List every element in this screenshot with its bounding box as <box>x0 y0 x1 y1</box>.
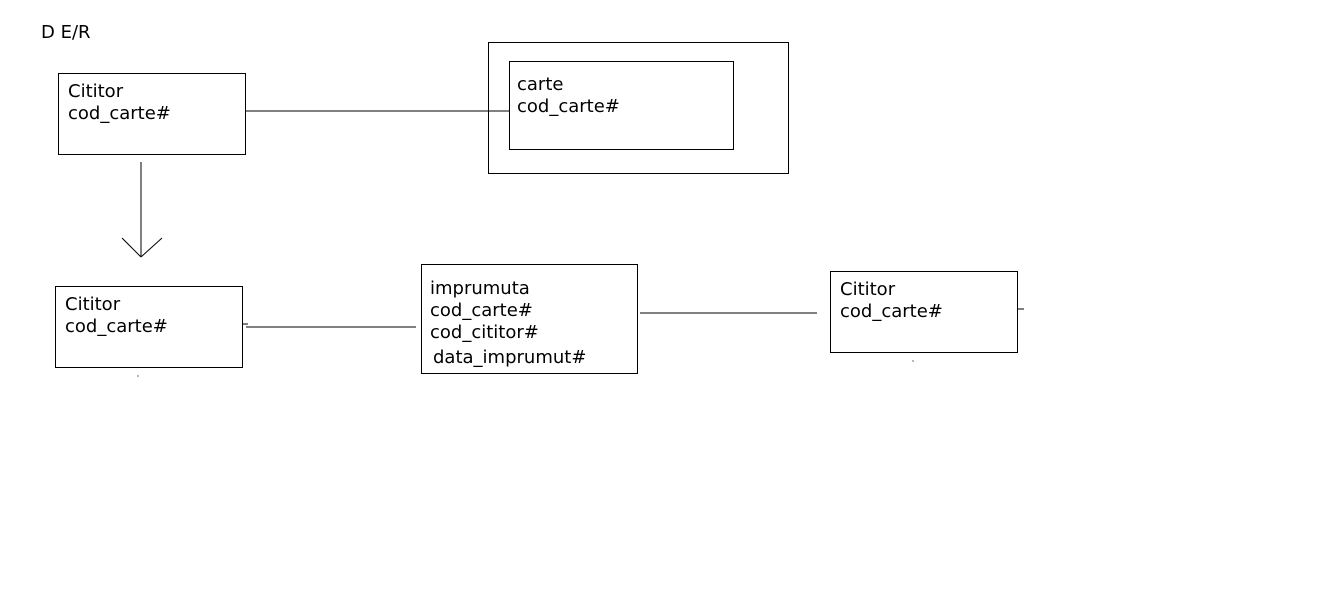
arrow-head-right <box>140 237 163 258</box>
entity-attribute: cod_carte# <box>517 96 620 117</box>
entity-cititor-top <box>58 73 246 155</box>
entity-name: carte <box>517 74 564 95</box>
entity-attribute: cod_carte# <box>840 301 943 322</box>
entity-name: Cititor <box>840 279 896 300</box>
entity-imprumuta-text: imprumuta cod_carte# cod_cititor# data_i… <box>430 278 586 369</box>
entity-attribute: cod_cititor# <box>430 322 539 343</box>
arrow-head-left <box>121 237 142 258</box>
entity-attribute: cod_carte# <box>68 103 171 124</box>
entity-carte-outer <box>488 42 789 174</box>
entity-imprumuta <box>421 264 638 374</box>
entity-cititor-right-text: Cititor cod_carte# <box>840 279 943 323</box>
entity-carte-inner <box>509 61 734 150</box>
entity-carte-text: carte cod_carte# <box>517 74 620 118</box>
entity-name: Cititor <box>68 81 124 102</box>
entity-attribute: cod_carte# <box>65 316 168 337</box>
entity-cititor-top-text: Cititor cod_carte# <box>68 81 171 125</box>
diagram-title: D E/R <box>41 22 91 43</box>
entity-name: imprumuta <box>430 278 530 299</box>
stray-dot <box>137 375 139 377</box>
entity-attribute: data_imprumut# <box>433 347 587 368</box>
entity-cititor-bottom <box>55 286 243 368</box>
entity-name: Cititor <box>65 294 121 315</box>
entity-cititor-right <box>830 271 1018 353</box>
stray-dot <box>912 360 914 362</box>
entity-cititor-bottom-text: Cititor cod_carte# <box>65 294 168 338</box>
entity-attribute: cod_carte# <box>430 300 533 321</box>
